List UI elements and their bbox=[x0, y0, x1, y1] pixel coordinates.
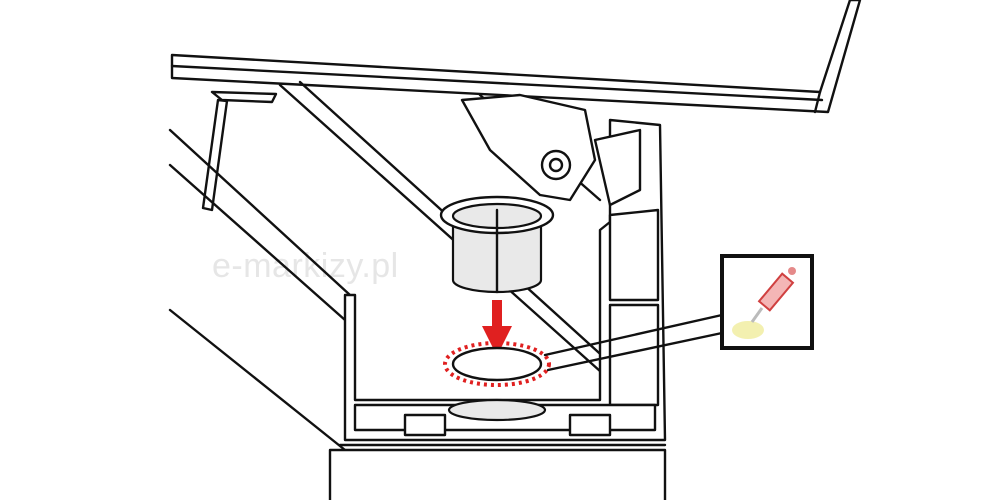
lower-housing bbox=[328, 448, 667, 500]
hole-marker-icon bbox=[443, 341, 551, 387]
sealant-callout bbox=[720, 254, 814, 350]
support-rod bbox=[201, 90, 278, 212]
callout-leader bbox=[543, 313, 724, 372]
sealant-tube-icon bbox=[732, 267, 796, 339]
top-panel bbox=[170, 0, 862, 114]
down-arrow-icon bbox=[482, 300, 512, 356]
profile-cross-section bbox=[338, 118, 667, 447]
hinge-bracket bbox=[460, 93, 642, 207]
cup-insert-icon bbox=[439, 195, 555, 294]
